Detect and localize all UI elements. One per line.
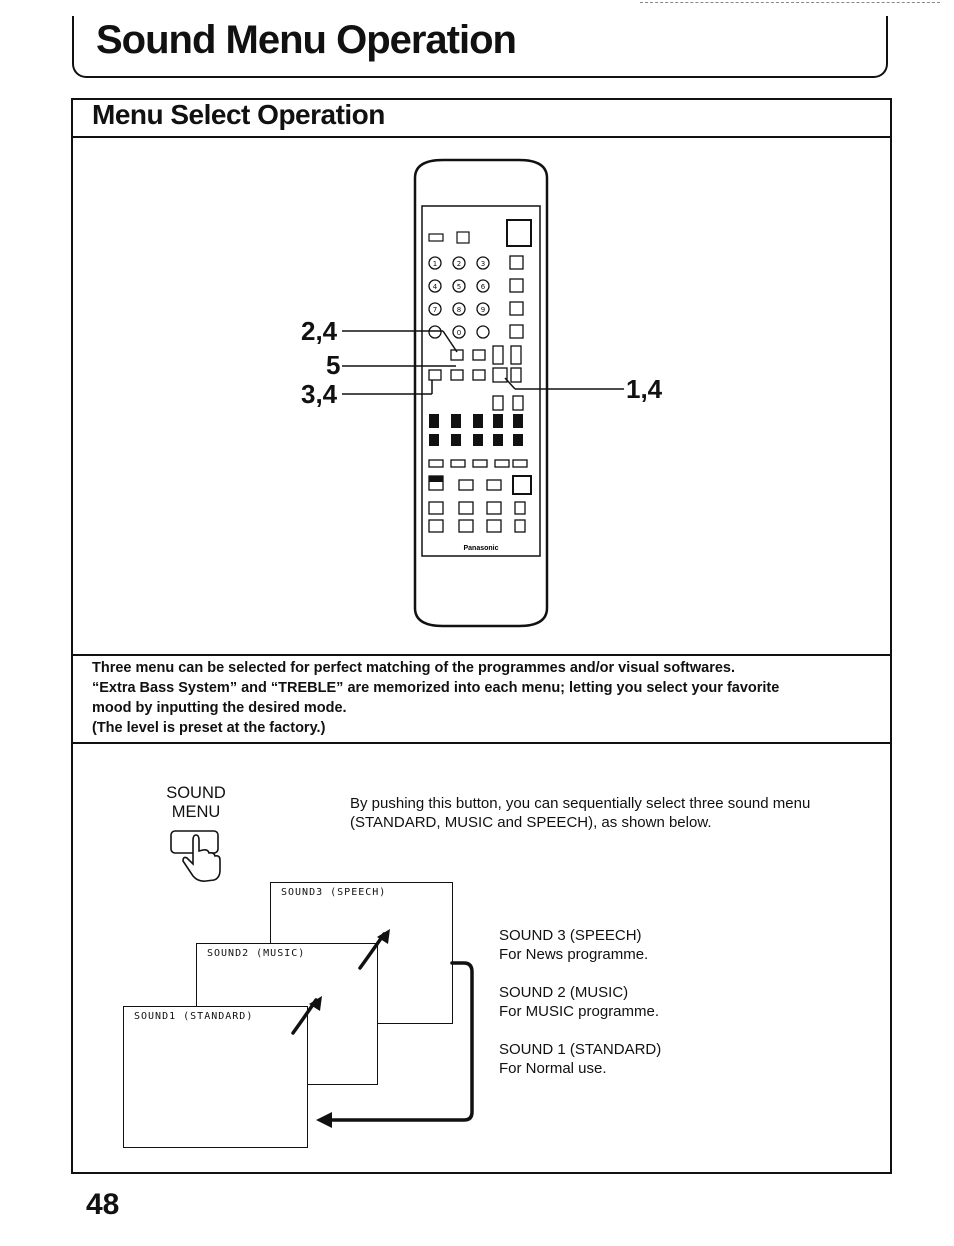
remote-panel-divider: [71, 654, 890, 656]
svg-text:1: 1: [433, 260, 437, 268]
section-title-divider: [71, 136, 890, 138]
sound-label-line1: SOUND: [166, 784, 226, 802]
section-title: Menu Select Operation: [92, 99, 385, 130]
callout-3-4: 3,4: [301, 379, 338, 409]
mode-sound3-desc: For News programme.: [499, 946, 649, 963]
screen-sound1: SOUND1 (STANDARD): [123, 1006, 308, 1148]
mode-sound2: SOUND 2 (MUSIC) For MUSIC programme.: [499, 983, 659, 1021]
callout-5: 5: [326, 350, 341, 380]
remote-control-drawing: 1 2 3 4 5 6 7 8 9 0 Panasonic: [413, 158, 549, 628]
sound-button-description: By pushing this button, you can sequenti…: [350, 794, 810, 832]
mode-sound1: SOUND 1 (STANDARD) For Normal use.: [499, 1040, 661, 1078]
sound-menu-button-label: SOUND MENU: [150, 784, 242, 822]
description-text: Three menu can be selected for perfect m…: [92, 658, 882, 738]
svg-text:9: 9: [481, 306, 485, 314]
screen-sound1-label: SOUND1 (STANDARD): [134, 1011, 254, 1022]
svg-text:5: 5: [457, 283, 461, 291]
callout-2-4: 2,4: [301, 316, 338, 346]
description-divider: [71, 742, 890, 744]
mode-sound2-name: SOUND 2 (MUSIC): [499, 984, 629, 1001]
svg-text:8: 8: [457, 306, 461, 314]
sound-desc-line1: By pushing this button, you can sequenti…: [350, 795, 811, 812]
top-edge-line: [640, 2, 940, 3]
screen-sound3-label: SOUND3 (SPEECH): [281, 887, 387, 898]
sound-desc-line2: (STANDARD, MUSIC and SPEECH), as shown b…: [350, 814, 712, 831]
page-title: Sound Menu Operation: [96, 18, 517, 62]
mode-sound3: SOUND 3 (SPEECH) For News programme.: [499, 926, 648, 964]
title-box: [72, 16, 888, 78]
mode-sound2-desc: For MUSIC programme.: [499, 1003, 660, 1020]
svg-text:0: 0: [457, 329, 461, 337]
screen-sound2-label: SOUND2 (MUSIC): [207, 948, 306, 959]
sound-label-line2: MENU: [171, 803, 221, 821]
description-line: mood by inputting the desired mode.: [92, 700, 347, 716]
description-line: “Extra Bass System” and “TREBLE” are mem…: [92, 680, 780, 696]
mode-sound3-name: SOUND 3 (SPEECH): [499, 927, 642, 944]
content-frame: [71, 98, 892, 1174]
remote-control-illustration: 1 2 3 4 5 6 7 8 9 0 Panasonic: [413, 158, 549, 628]
svg-text:6: 6: [481, 283, 486, 291]
mode-sound1-name: SOUND 1 (STANDARD): [499, 1041, 662, 1058]
svg-text:7: 7: [433, 306, 437, 314]
description-line: Three menu can be selected for perfect m…: [92, 660, 736, 676]
svg-text:4: 4: [433, 283, 438, 291]
svg-text:3: 3: [481, 260, 485, 268]
description-line: (The level is preset at the factory.): [92, 720, 326, 736]
mode-sound1-desc: For Normal use.: [499, 1060, 607, 1077]
svg-text:2: 2: [457, 260, 461, 268]
callout-1-4: 1,4: [626, 374, 663, 404]
remote-brand-label: Panasonic: [463, 545, 498, 552]
page-number: 48: [86, 1188, 120, 1221]
